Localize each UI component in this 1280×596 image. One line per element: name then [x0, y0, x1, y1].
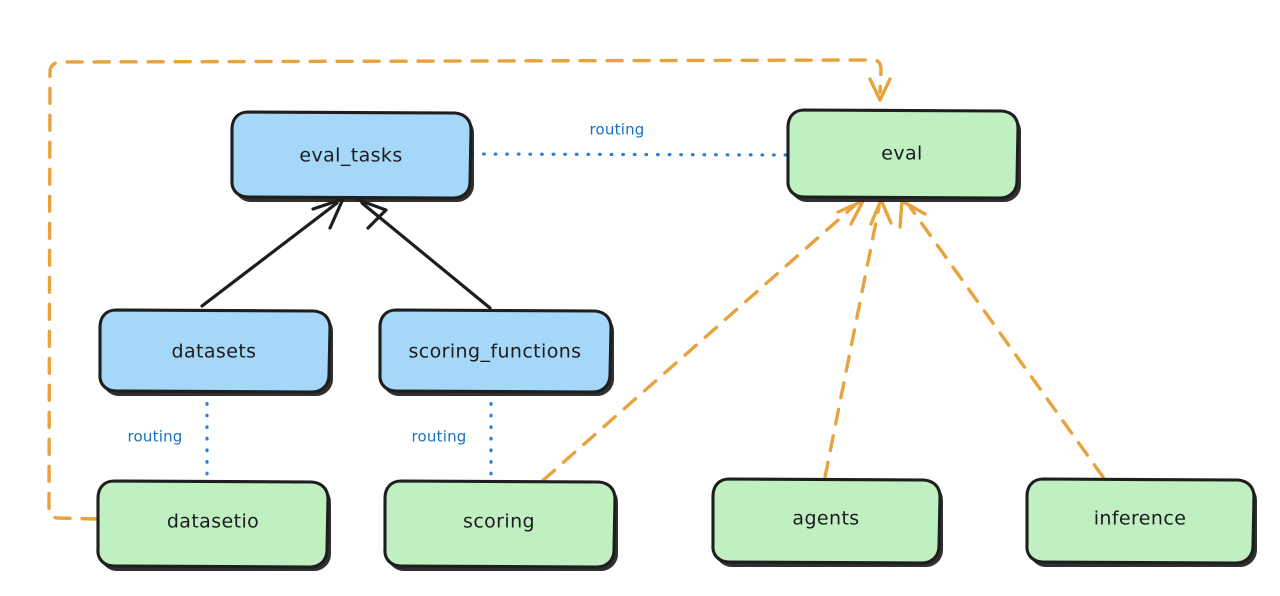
node-label-inference: inference	[1094, 508, 1187, 530]
node-label-agents: agents	[792, 508, 859, 530]
edge-agents-to-eval	[823, 198, 893, 479]
edge-label-eval_tasks-eval: routing	[590, 121, 645, 139]
node-inference[interactable]: inference	[1025, 477, 1257, 567]
edge-label-datasets-datasetio: routing	[128, 428, 183, 446]
edge-datasets-to-eval_tasks	[200, 197, 345, 308]
node-label-eval: eval	[881, 143, 922, 165]
edge-inference-to-eval	[898, 199, 1105, 479]
node-scoring_functions[interactable]: scoring_functions	[378, 308, 614, 396]
node-eval[interactable]: eval	[786, 108, 1021, 202]
node-label-datasets: datasets	[172, 341, 257, 363]
node-label-scoring_functions: scoring_functions	[409, 341, 582, 363]
edge-eval_tasks-to-eval	[470, 152, 789, 157]
node-datasets[interactable]: datasets	[98, 308, 333, 396]
edge-scoring_functions-to-eval_tasks	[354, 197, 492, 310]
node-eval_tasks[interactable]: eval_tasks	[230, 110, 474, 202]
node-datasetio[interactable]: datasetio	[96, 479, 331, 571]
node-agents[interactable]: agents	[711, 477, 943, 567]
edge-datasetio-to-eval	[47, 58, 892, 521]
node-label-datasetio: datasetio	[167, 511, 259, 533]
node-label-scoring: scoring	[463, 511, 535, 533]
node-label-eval_tasks: eval_tasks	[299, 145, 402, 167]
node-scoring[interactable]: scoring	[383, 479, 618, 571]
edge-label-scoring_functions-scoring: routing	[412, 428, 467, 446]
